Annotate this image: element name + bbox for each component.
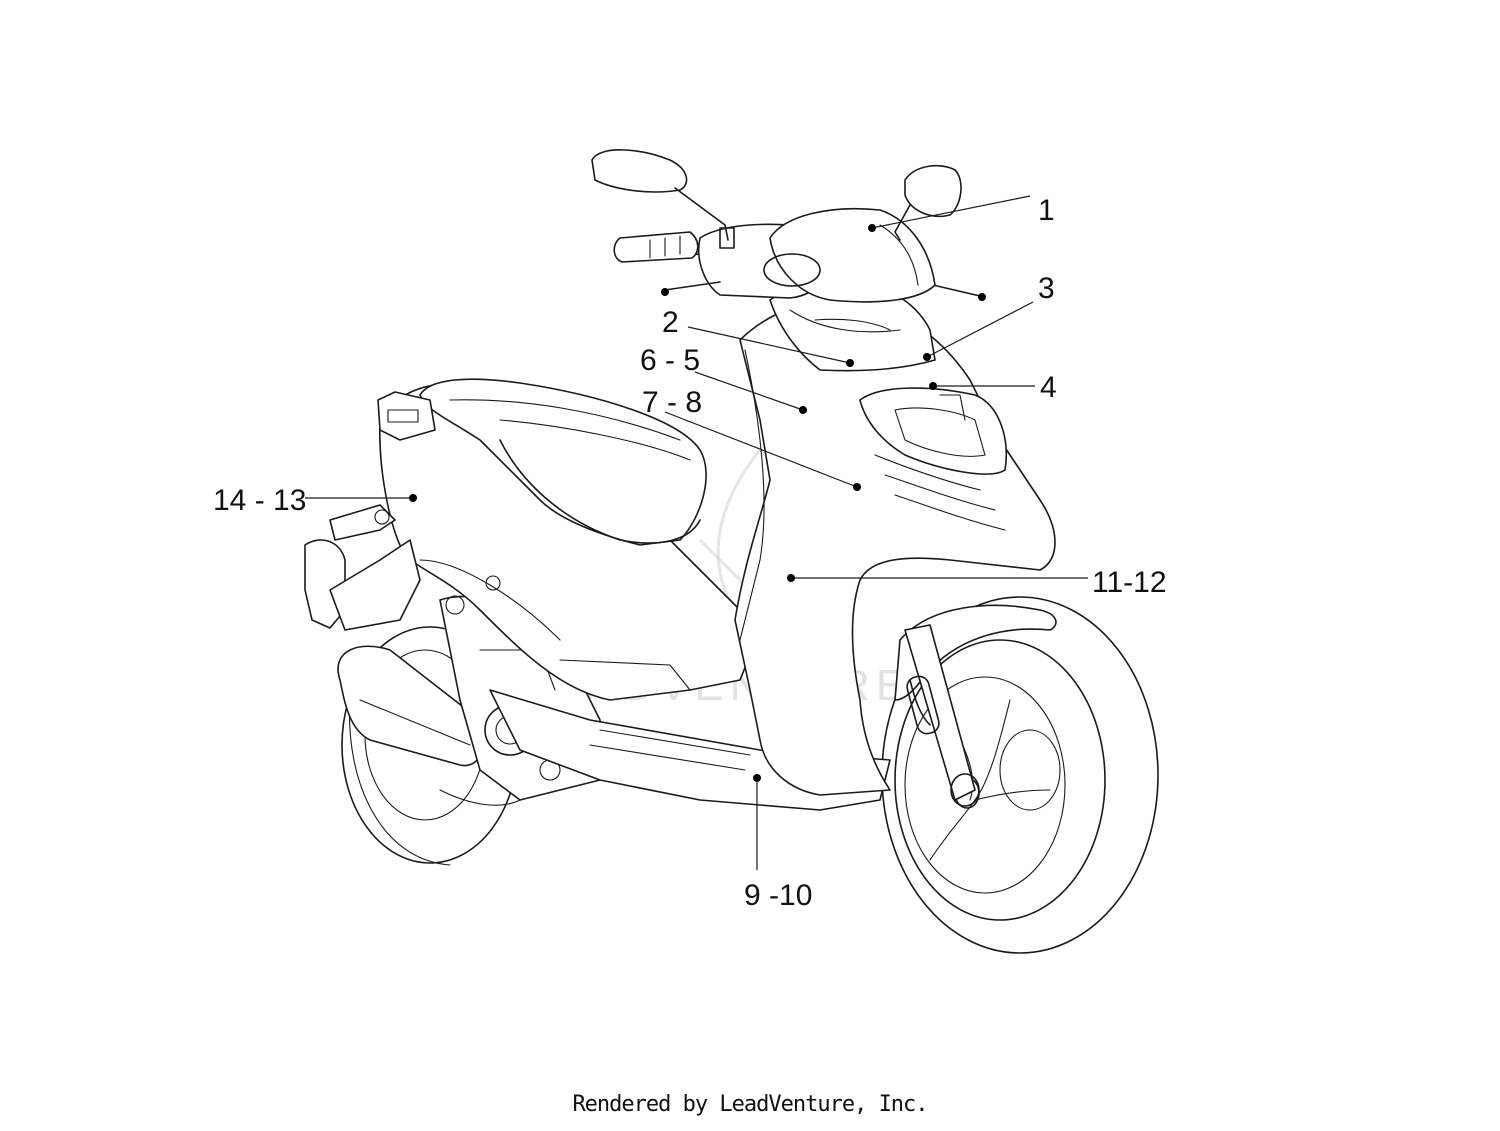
front-fender (894, 604, 1057, 701)
callout-7-8: 7 - 8 (642, 386, 861, 491)
callout-label-4: 4 (1040, 371, 1057, 404)
callout-label-2: 2 (662, 306, 679, 339)
license-plate-holder (304, 504, 421, 631)
callout-2: 2 (662, 306, 854, 367)
headlight (859, 387, 1007, 475)
callout-label-11-12: 11-12 (1092, 566, 1167, 599)
callout-6-5: 6 - 5 (640, 344, 807, 414)
front-grille (874, 454, 1006, 531)
callout-label-9-10: 9 -10 (744, 879, 812, 912)
callout-label-6-5: 6 - 5 (640, 344, 700, 377)
left-mirror (591, 149, 735, 249)
right-mirror (894, 164, 962, 241)
callout-3: 3 (923, 272, 1055, 361)
windscreen (763, 207, 936, 303)
callout-label-1: 1 (1038, 194, 1055, 227)
tail-light (377, 391, 436, 441)
callout-11-12: 11-12 (787, 566, 1167, 599)
callout-14-13: 14 - 13 (213, 484, 417, 517)
callout-label-14-13: 14 - 13 (213, 484, 306, 517)
scooter-illustration (304, 149, 1159, 954)
callout-1: 1 (868, 194, 1055, 232)
callout-label-7-8: 7 - 8 (642, 386, 702, 419)
render-credit: Rendered by LeadVenture, Inc. (572, 1092, 928, 1117)
front-fork (904, 624, 980, 807)
callout-label-3: 3 (1038, 272, 1055, 305)
callout-9-10: 9 -10 (744, 774, 812, 912)
seat (419, 378, 707, 546)
callout-4: 4 (929, 371, 1057, 404)
front-wheel (881, 596, 1159, 954)
